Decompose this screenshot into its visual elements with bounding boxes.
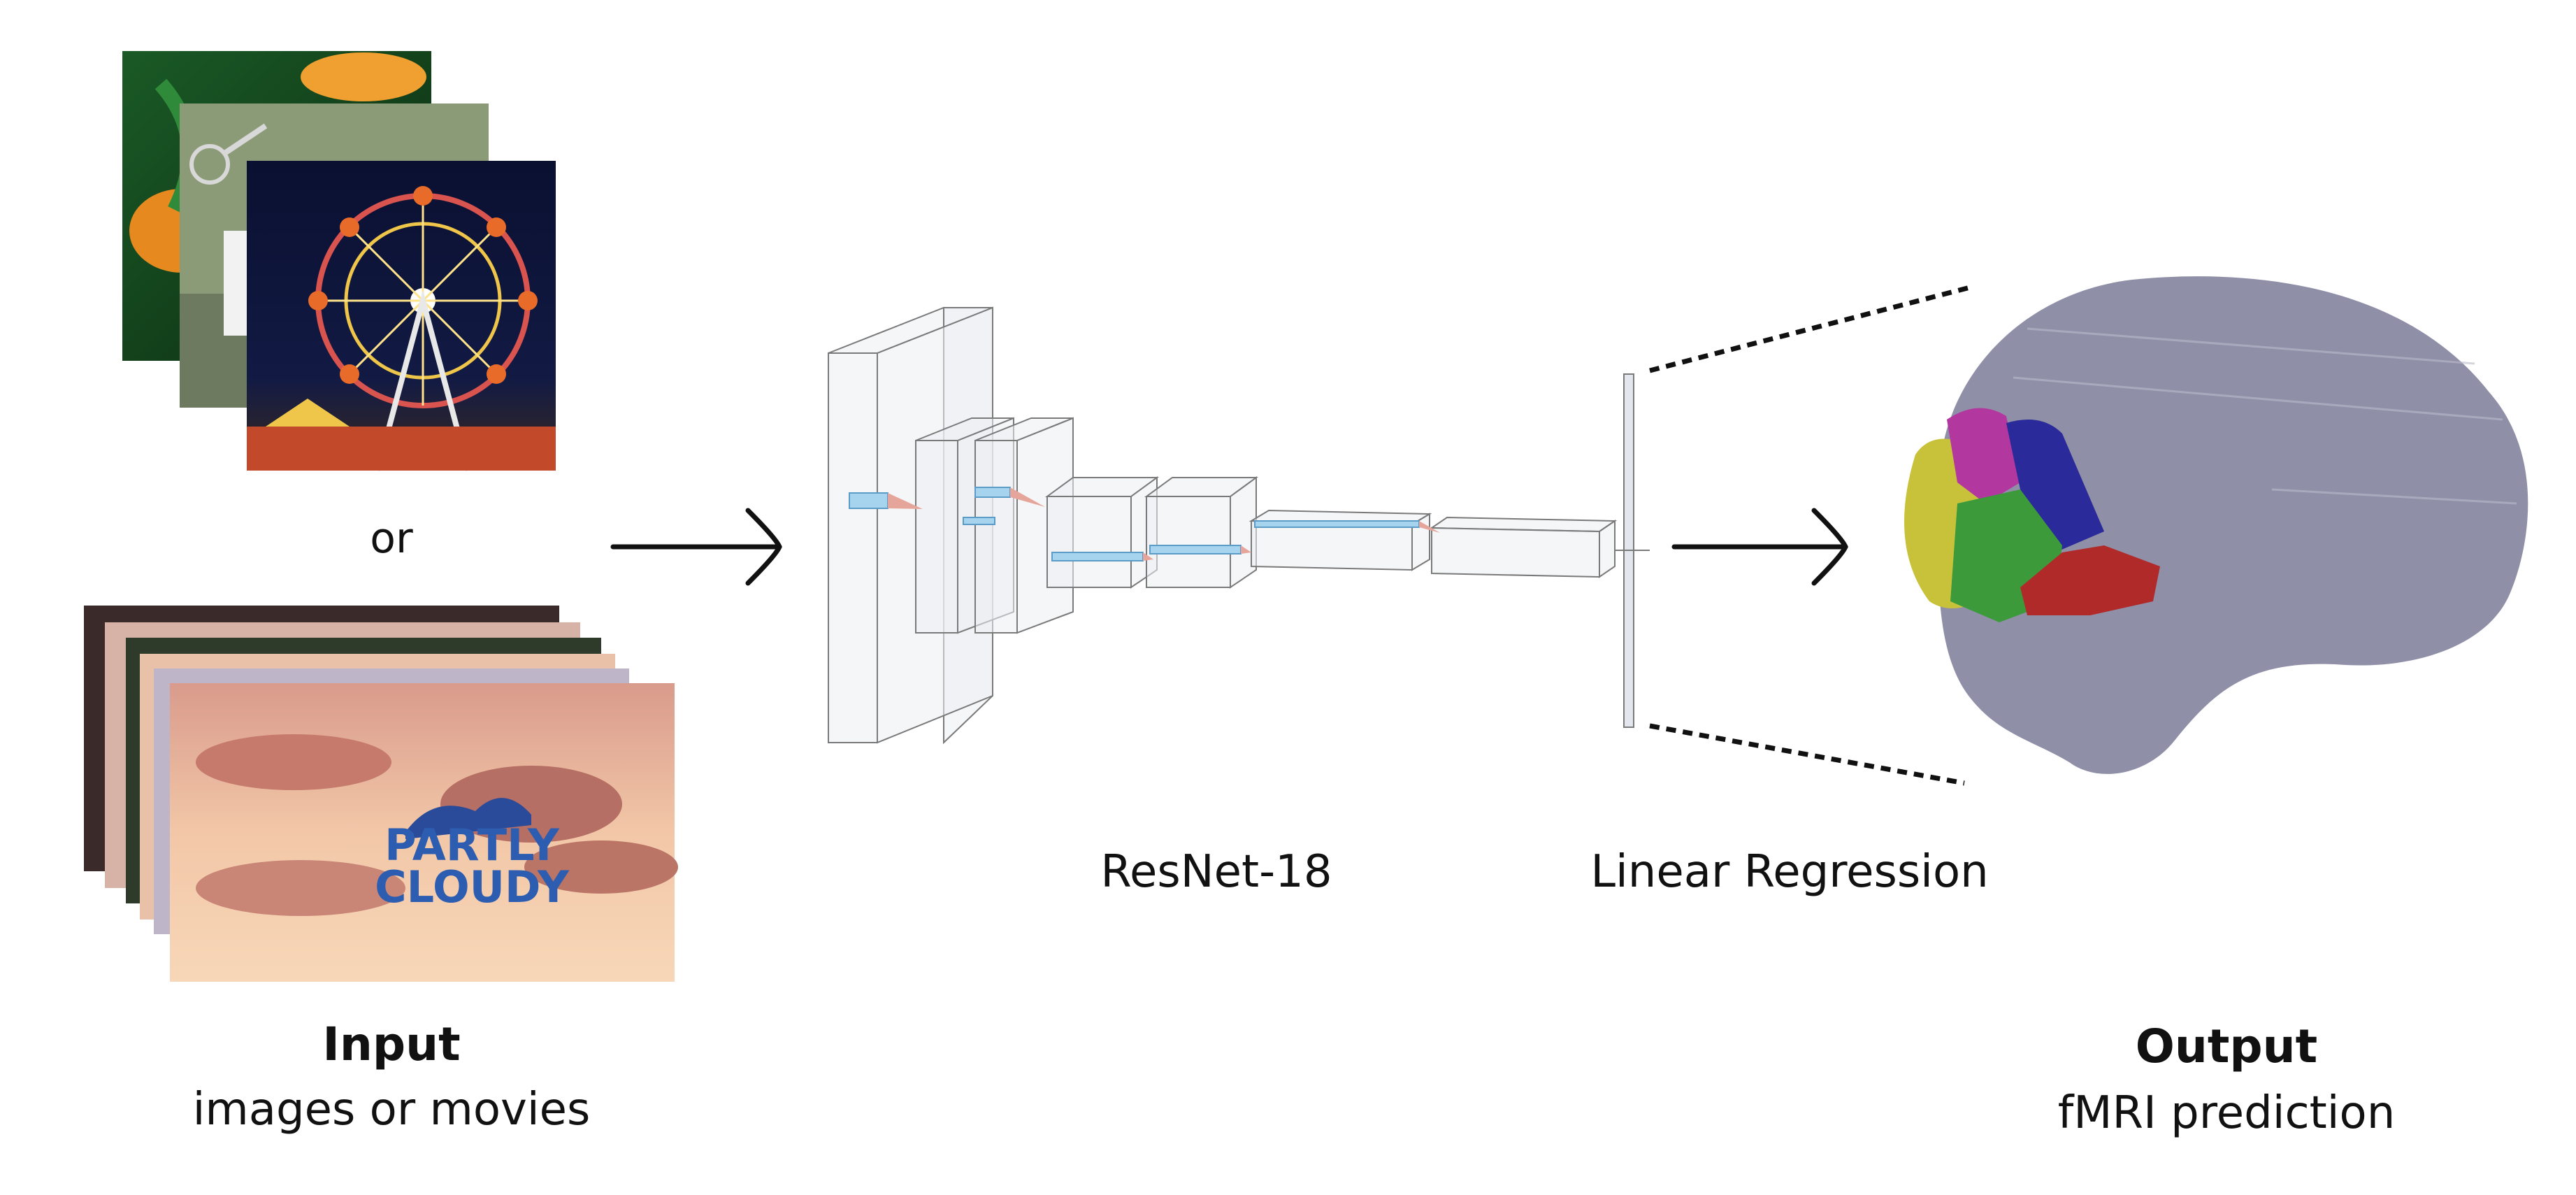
input-title: Input <box>322 1017 461 1071</box>
movie-title-line1: PARTLY <box>384 820 560 871</box>
movie-frame-stack: PARTLY CLOUDY <box>84 606 678 982</box>
brain-shape <box>1938 276 2528 774</box>
feature-map-highlights <box>849 487 1440 561</box>
arrow-input-to-network <box>610 508 782 586</box>
output-title: Output <box>2135 1019 2318 1073</box>
arrow-network-to-output <box>1671 508 1848 586</box>
movie-title-line2: CLOUDY <box>375 861 570 913</box>
linear-regression-layer <box>1615 373 1650 728</box>
image-stack <box>122 51 556 472</box>
region-blue <box>2006 420 2104 552</box>
ferris-wheel-image <box>247 161 556 472</box>
brain-fmri-rendering <box>1904 276 2528 774</box>
or-label-container: or <box>370 514 413 563</box>
movie-frame-front: PARTLY CLOUDY <box>170 683 678 982</box>
resnet-block-5 <box>1249 509 1432 571</box>
or-label: or <box>370 514 413 563</box>
resnet-18-network <box>828 306 1618 745</box>
visual-cortex-regions <box>1904 408 2160 622</box>
region-magenta <box>1947 408 2020 503</box>
resnet-block-4 <box>1144 476 1259 589</box>
output-subtitle: fMRI prediction <box>2057 1087 2396 1139</box>
region-red <box>2020 545 2160 615</box>
linear-regression-label: Linear Regression <box>1590 846 1989 898</box>
resnet-block-6 <box>1429 516 1618 578</box>
resnet-label: ResNet-18 <box>1100 846 1332 898</box>
resnet-block-3 <box>1044 476 1160 589</box>
input-subtitle: images or movies <box>192 1084 591 1136</box>
zoom-lines <box>1649 284 1973 786</box>
